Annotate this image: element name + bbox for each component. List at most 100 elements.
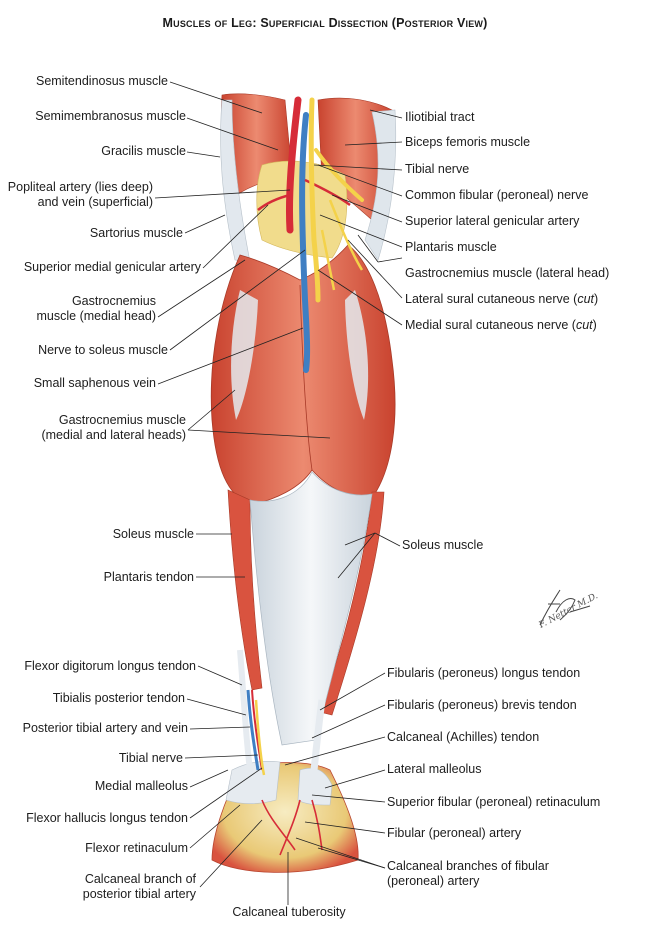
label-fibular-artery: Fibular (peroneal) artery	[387, 826, 521, 841]
label-line: Superior medial genicular artery	[23, 260, 201, 274]
label-line: Flexor digitorum longus tendon	[24, 659, 196, 673]
label-line: Soleus muscle	[402, 538, 484, 552]
tibial-nerve-shape	[308, 97, 321, 303]
label-line: Superior fibular (peroneal) retinaculum	[387, 795, 601, 809]
label-line: Lateral sural cutaneous nerve	[405, 292, 570, 306]
label-fhl-tendon: Flexor hallucis longus tendon	[26, 811, 188, 826]
gastroc-medial-aponeurosis	[231, 290, 258, 420]
label-popliteal: Popliteal artery (lies deep)and vein (su…	[8, 180, 153, 210]
label-iliotibial: Iliotibial tract	[405, 110, 474, 125]
label-semitendinosus: Semitendinosus muscle	[36, 74, 168, 89]
label-line: Iliotibial tract	[405, 110, 475, 124]
label-calc-tuberosity: Calcaneal tuberosity	[0, 905, 578, 920]
leader-lines-right	[284, 109, 403, 905]
label-line: Plantaris tendon	[103, 570, 194, 584]
common-fibular-nerve-shape	[314, 148, 364, 202]
label-post-tibial-av: Posterior tibial artery and vein	[23, 721, 188, 736]
label-biceps: Biceps femoris muscle	[405, 135, 530, 150]
flexor-retinaculum-shape	[225, 760, 281, 805]
label-line: Fibular (peroneal) artery	[387, 826, 522, 840]
label-sup-lat-genicular: Superior lateral genicular artery	[405, 214, 579, 229]
achilles-tendon-shape	[249, 471, 373, 746]
label-plantaris-tendon: Plantaris tendon	[104, 570, 194, 585]
label-fib-brevis: Fibularis (peroneus) brevis tendon	[387, 698, 577, 713]
medial-tendons	[237, 649, 253, 771]
label-soleus-left: Soleus muscle	[113, 527, 194, 542]
label-line: muscle (medial head)	[36, 309, 157, 323]
label-lat-sural: Lateral sural cutaneous nerve (cut)	[405, 292, 599, 306]
label-medial-malleolus: Medial malleolus	[95, 779, 188, 794]
label-small-saphenous: Small saphenous vein	[34, 376, 156, 391]
label-common-fibular: Common fibular (peroneal) nerve	[405, 188, 588, 203]
label-line: Posterior tibial artery and vein	[22, 721, 188, 735]
label-lat-malleolus: Lateral malleolus	[387, 762, 482, 777]
label-line: Tibialis posterior tendon	[52, 691, 185, 705]
label-line: Fibularis (peroneus) brevis tendon	[387, 698, 577, 712]
gastroc-lateral-aponeurosis	[345, 290, 369, 420]
label-line: Semitendinosus muscle	[35, 74, 168, 88]
tibial-nerve-ankle	[254, 699, 266, 776]
label-semimembranosus: Semimembranosus muscle	[35, 109, 186, 124]
label-line: Gracilis muscle	[101, 144, 186, 158]
label-line: Tibial nerve	[118, 751, 183, 765]
label-line: Gastrocnemius	[71, 294, 156, 308]
lateral-tendons	[308, 699, 326, 791]
label-line: Popliteal artery (lies deep)	[7, 180, 153, 194]
label-calc-branches-fib: Calcaneal branches of fibular(peroneal) …	[387, 859, 549, 889]
label-line: Calcaneal branch of	[84, 872, 196, 886]
popliteal-artery	[285, 96, 302, 234]
label-line: Calcaneal (Achilles) tendon	[387, 730, 540, 744]
label-gastroc-lateral: Gastrocnemius muscle (lateral head)	[405, 266, 609, 281]
label-line: Flexor hallucis longus tendon	[26, 811, 188, 825]
label-line: Superior lateral genicular artery	[405, 214, 580, 228]
label-line: Semimembranosus muscle	[35, 109, 186, 123]
label-sartorius: Sartorius muscle	[90, 226, 183, 241]
label-plantaris: Plantaris muscle	[405, 240, 497, 255]
label-soleus-right: Soleus muscle	[402, 538, 483, 553]
label-achilles: Calcaneal (Achilles) tendon	[387, 730, 539, 745]
label-line: Small saphenous vein	[33, 376, 156, 390]
label-line: Calcaneal tuberosity	[232, 905, 346, 919]
label-tib-post-tendon: Tibialis posterior tendon	[53, 691, 185, 706]
leader-lines	[154, 81, 331, 888]
label-fib-longus: Fibularis (peroneus) longus tendon	[387, 666, 580, 681]
label-tibial-nerve: Tibial nerve	[405, 162, 469, 177]
label-line: Lateral malleolus	[387, 762, 482, 776]
soleus-right-shape	[319, 491, 385, 716]
label-line: Nerve to soleus muscle	[38, 343, 168, 357]
sural-nerves	[320, 199, 364, 291]
label-line: Soleus muscle	[112, 527, 194, 541]
label-line: Medial malleolus	[94, 779, 188, 793]
page-title: Muscles of Leg: Superficial Dissection (…	[162, 16, 488, 30]
label-flexor-retinaculum: Flexor retinaculum	[85, 841, 188, 856]
label-med-sural: Medial sural cutaneous nerve (cut)	[405, 318, 597, 332]
label-line: Calcaneal branches of fibular	[387, 859, 549, 873]
soleus-left-shape	[227, 489, 263, 691]
label-suffix: cut	[575, 318, 593, 332]
label-sup-medial-genicular: Superior medial genicular artery	[24, 260, 201, 275]
label-line: Common fibular (peroneal) nerve	[405, 188, 589, 202]
label-line: Medial sural cutaneous nerve	[405, 318, 569, 332]
label-gastroc-both: Gastrocnemius muscle(medial and lateral …	[41, 413, 186, 443]
label-line: Gastrocnemius muscle	[58, 413, 186, 427]
label-line: Flexor retinaculum	[85, 841, 188, 855]
label-line: Fibularis (peroneus) longus tendon	[387, 666, 581, 680]
sup-lat-genicular-artery	[304, 178, 351, 207]
sup-med-genicular-artery	[257, 193, 291, 211]
label-line: Sartorius muscle	[89, 226, 183, 240]
label-line: and vein (superficial)	[37, 195, 153, 209]
label-suffix: cut	[577, 292, 595, 306]
label-line: Plantaris muscle	[405, 240, 497, 254]
post-tibial-vessels	[246, 689, 260, 771]
label-fdl-tendon: Flexor digitorum longus tendon	[24, 659, 196, 674]
label-line: Gastrocnemius muscle (lateral head)	[405, 266, 610, 280]
label-line: (peroneal) artery	[387, 874, 480, 888]
label-line: (medial and lateral heads)	[41, 428, 186, 442]
label-line: Biceps femoris muscle	[405, 135, 531, 149]
label-tibial-nerve-low: Tibial nerve	[119, 751, 183, 766]
label-sup-fib-retinaculum: Superior fibular (peroneal) retinaculum	[387, 795, 600, 810]
label-line: posterior tibial artery	[82, 887, 196, 901]
